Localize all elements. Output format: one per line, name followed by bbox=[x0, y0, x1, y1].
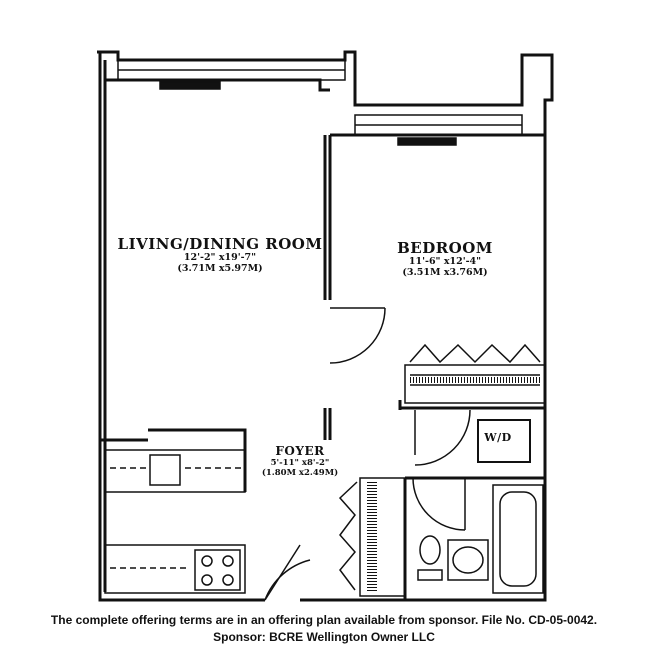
room-dim-metric: (3.71M x5.97M) bbox=[177, 263, 263, 275]
room-dim-imperial: 11'-6" x12'-4" bbox=[408, 256, 482, 268]
room-dim-imperial: 5'-11" x8'-2" bbox=[270, 457, 330, 468]
kitchen-counters bbox=[104, 449, 246, 594]
bathroom-fixtures bbox=[417, 484, 544, 594]
foyer-closet bbox=[338, 477, 406, 597]
washer-dryer-label: W/D bbox=[484, 431, 512, 444]
room-dim-imperial: 12'-2" x19'-7" bbox=[183, 252, 257, 264]
bedroom-label: BEDROOM 11'-6" x12'-4" (3.51M x3.76M) bbox=[375, 239, 515, 279]
window-living bbox=[117, 59, 346, 90]
room-name: LIVING/DINING ROOM bbox=[117, 235, 323, 253]
offering-disclaimer: The complete offering terms are in an of… bbox=[50, 613, 598, 627]
room-name: FOYER bbox=[275, 444, 325, 458]
interior-walls bbox=[100, 133, 545, 600]
living-room-label: LIVING/DINING ROOM 12'-2" x19'-7" (3.71M… bbox=[110, 235, 330, 275]
room-name: BEDROOM bbox=[397, 239, 493, 257]
foyer-label: FOYER 5'-11" x8'-2" (1.80M x2.49M) bbox=[250, 444, 350, 478]
room-dim-metric: (1.80M x2.49M) bbox=[261, 467, 339, 478]
door-swings bbox=[264, 307, 471, 601]
sponsor-line: Sponsor: BCRE Wellington Owner LLC bbox=[213, 630, 435, 644]
room-dim-metric: (3.51M x3.76M) bbox=[402, 267, 488, 279]
bedroom-closet bbox=[404, 343, 546, 404]
window-bedroom bbox=[354, 114, 523, 146]
washer-dryer bbox=[477, 419, 531, 463]
